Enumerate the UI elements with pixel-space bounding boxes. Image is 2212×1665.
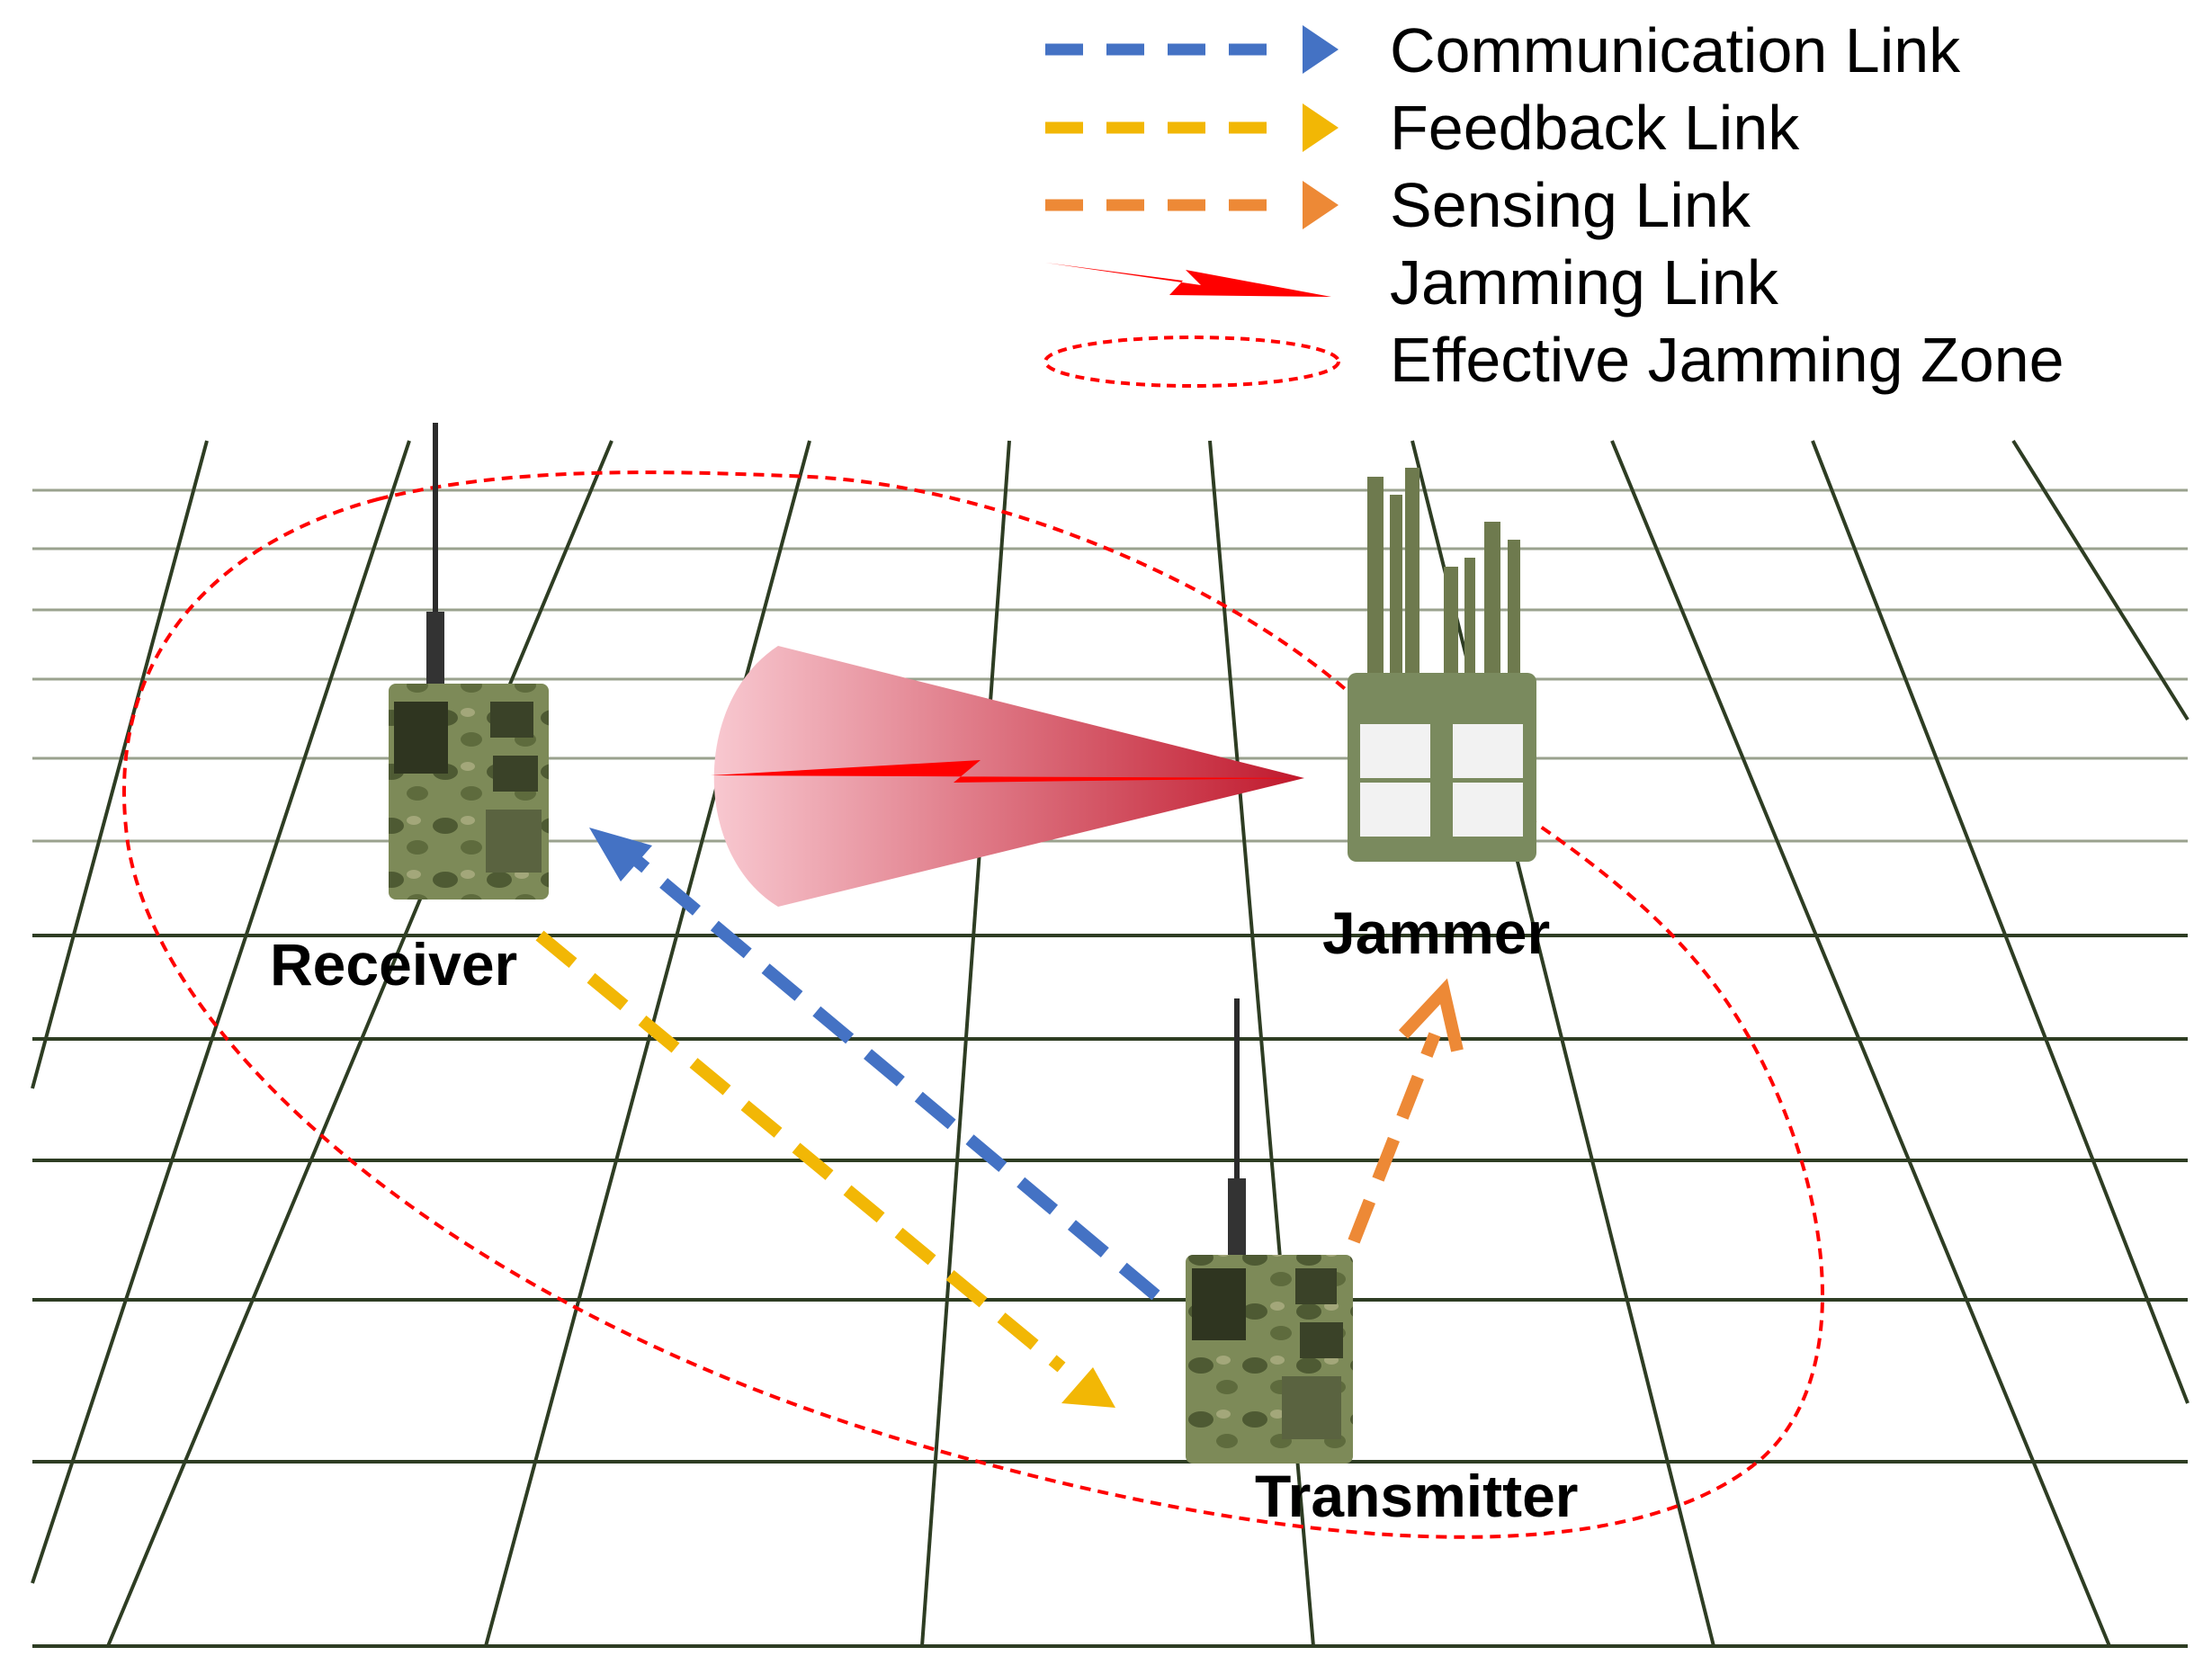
grid-vertical-line [106,440,613,1647]
effective-jamming-zone [122,470,1824,1539]
sensing-link [1348,978,1464,1244]
legend-feedback-label: Feedback Link [1390,93,1800,163]
transmitter-device [1186,998,1353,1464]
receiver-device [389,423,549,900]
feedback-link [535,930,1115,1408]
jammer-label: Jammer [1322,900,1550,966]
legend-communication-label: Communication Link [1390,15,1961,85]
transmitter-label: Transmitter [1255,1463,1578,1529]
grid-vertical-line [31,440,209,1089]
legend-sensing-symbol [1045,181,1339,229]
legend-communication-symbol [1045,25,1339,74]
grid-vertical-line [1410,440,1715,1647]
legend-feedback-symbol [1045,103,1339,152]
jamming-beam [711,646,1304,907]
legend-sensing-label: Sensing Link [1390,170,1751,240]
grid-vertical-line [2011,439,2190,721]
legend-jamming-symbol [1045,263,1331,297]
grid-vertical-line [920,440,1011,1647]
grid-vertical-line [1811,440,2190,1404]
grid-vertical-line [31,440,411,1584]
receiver-label: Receiver [270,931,517,998]
grid-vertical-line [1610,440,2111,1647]
legend-zone-label: Effective Jamming Zone [1390,325,2064,395]
communication-link [589,828,1160,1301]
ground-grid [31,439,2190,1648]
legend: Communication Link Feedback Link Sensing… [1043,15,2064,395]
legend-jamming-label: Jamming Link [1390,247,1779,318]
grid-vertical-line [484,440,811,1647]
jammer-device [1348,468,1536,862]
legend-zone-symbol [1043,336,1340,388]
